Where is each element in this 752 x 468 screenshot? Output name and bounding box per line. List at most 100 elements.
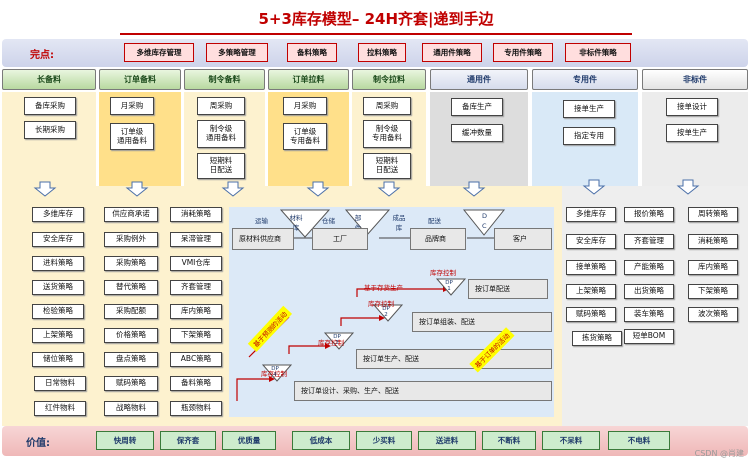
category-long: 长备料 xyxy=(2,69,96,90)
stock-control-label: 库存控制 xyxy=(430,269,456,277)
box-special: 指定专用 xyxy=(563,127,615,145)
dp-marker: DP 1 xyxy=(445,280,453,292)
strategy-box: 多维库存 xyxy=(32,207,84,222)
strategy-box: 日常物料 xyxy=(34,376,86,391)
strategy-box: 储位策略 xyxy=(32,352,84,367)
strategy-box: 波次策略 xyxy=(688,307,738,322)
completion-item: 拉料策略 xyxy=(358,43,406,62)
strategy-box: 安全库存 xyxy=(32,232,84,247)
category-nonstd: 非标件 xyxy=(642,69,748,90)
box-mo-prep: 制令级 通用备料 xyxy=(197,120,245,148)
strategy-box: 战略物料 xyxy=(104,401,158,416)
strategy-box: 瓶颈物料 xyxy=(170,401,222,416)
value-label: 价值: xyxy=(26,438,50,449)
strategy-box: 上架策略 xyxy=(566,284,616,299)
flow-label: C xyxy=(482,222,487,230)
strategy-box: 进料策略 xyxy=(32,256,84,271)
strategy-box: 呆滞管理 xyxy=(170,232,222,247)
flow-label: 仓储 xyxy=(322,217,335,225)
box-mo-pull: 周采购 xyxy=(363,97,411,115)
box-order-prep: 订单级 通用备料 xyxy=(110,123,154,150)
box-long: 长期采购 xyxy=(24,121,76,139)
strategy-box: 齐套管理 xyxy=(170,280,222,295)
box-common: 备库生产 xyxy=(451,98,503,116)
box-mo-pull: 短期料 日配送 xyxy=(363,153,411,179)
page-title: 5+3库存模型– 24H齐套|递到手边 xyxy=(258,10,494,28)
box-order-prep: 月采购 xyxy=(110,97,154,115)
strategy-box: 产能策略 xyxy=(624,260,674,275)
make-to-stock-label: 基于存货生产 xyxy=(364,284,403,292)
flow-label: 运输 xyxy=(255,217,268,225)
strategy-box: 检验策略 xyxy=(32,304,84,319)
box-special: 接单生产 xyxy=(563,100,615,118)
value-item: 少买料 xyxy=(356,431,412,450)
strategy-box: 库内策略 xyxy=(170,304,222,319)
strategy-box: ABC策略 xyxy=(170,352,222,367)
strategy-box: 多维库存 xyxy=(566,207,616,222)
box-mo-pull: 制令级 专用备料 xyxy=(363,120,411,148)
flow-label: 配送 xyxy=(428,217,441,225)
stock-control-label: 库存控制 xyxy=(318,339,344,347)
value-item: 保齐套 xyxy=(160,431,216,450)
category-order-prep: 订单备料 xyxy=(99,69,181,90)
strategy-box: 报价策略 xyxy=(624,207,674,222)
box-nonstd: 按单生产 xyxy=(666,124,718,142)
strategy-box: 下架策略 xyxy=(170,328,222,343)
strategy-box: 装车策略 xyxy=(624,307,674,322)
strategy-box: 备料策略 xyxy=(170,376,222,391)
dp-marker: DP 2 xyxy=(382,306,390,318)
flow-graphics xyxy=(236,209,507,401)
completion-item: 备料策略 xyxy=(287,43,337,62)
box-order-pull: 订单级 专用备料 xyxy=(283,123,327,150)
flow-label: D xyxy=(482,212,488,220)
strategy-box: 红件物料 xyxy=(34,401,86,416)
value-item: 快周转 xyxy=(96,431,154,450)
strategy-box: 采购策略 xyxy=(104,256,158,271)
strategy-box: 出货策略 xyxy=(624,284,674,299)
value-item: 送进料 xyxy=(418,431,476,450)
strategy-box: 盘点策略 xyxy=(104,352,158,367)
dp-marker: DP 4 xyxy=(271,366,279,378)
category-mo-prep: 制令备料 xyxy=(184,69,265,90)
category-order-pull: 订单拉料 xyxy=(268,69,349,90)
dp-marker: DP 3 xyxy=(333,334,341,346)
flow-label: 材料库 xyxy=(289,214,303,232)
delivery-mode: 按订单生产、配送 xyxy=(356,349,552,369)
stock-control-label: 库存控制 xyxy=(368,300,394,308)
delivery-mode: 按订单配送 xyxy=(468,279,548,299)
value-item: 不呆料 xyxy=(542,431,600,450)
strategy-box: 拣货策略 xyxy=(572,331,622,346)
strategy-box: 安全库存 xyxy=(566,234,616,249)
value-item: 不断料 xyxy=(482,431,536,450)
strategy-box: 赋码策略 xyxy=(566,307,616,322)
completion-item: 多策略管理 xyxy=(206,43,268,62)
category-special: 专用件 xyxy=(532,69,638,90)
right-strategy-area xyxy=(562,186,748,426)
strategy-box: 齐套管理 xyxy=(624,234,674,249)
flow-node-factory: 工厂 xyxy=(312,228,368,250)
strategy-box: 下架策略 xyxy=(688,284,738,299)
strategy-box: 价格策略 xyxy=(104,328,158,343)
flow-node-supplier: 原材料供应商 xyxy=(232,228,294,250)
completion-item: 通用件策略 xyxy=(422,43,482,62)
category-common: 通用件 xyxy=(430,69,528,90)
watermark: CSDN @肖建 xyxy=(694,449,744,458)
strategy-box: 接单策略 xyxy=(566,260,616,275)
value-item: 不电料 xyxy=(608,431,670,450)
strategy-box: 采购配额 xyxy=(104,304,158,319)
category-mo-pull: 制令拉料 xyxy=(352,69,426,90)
strategy-box: 库内策略 xyxy=(688,260,738,275)
strategy-box: 采购例外 xyxy=(104,232,158,247)
strategy-box: 供应商承诺 xyxy=(104,207,158,222)
box-order-pull: 月采购 xyxy=(283,97,327,115)
value-item: 低成本 xyxy=(292,431,350,450)
stock-control-label: 库存控制 xyxy=(261,370,287,378)
strategy-box: VMI仓库 xyxy=(170,256,222,271)
strategy-box: 替代策略 xyxy=(104,280,158,295)
strategy-box: 周转策略 xyxy=(688,207,738,222)
flow-node-brand: 品牌商 xyxy=(410,228,466,250)
title-underline xyxy=(120,33,632,35)
box-common: 缓冲数量 xyxy=(451,124,503,142)
strategy-box: 赋码策略 xyxy=(104,376,158,391)
